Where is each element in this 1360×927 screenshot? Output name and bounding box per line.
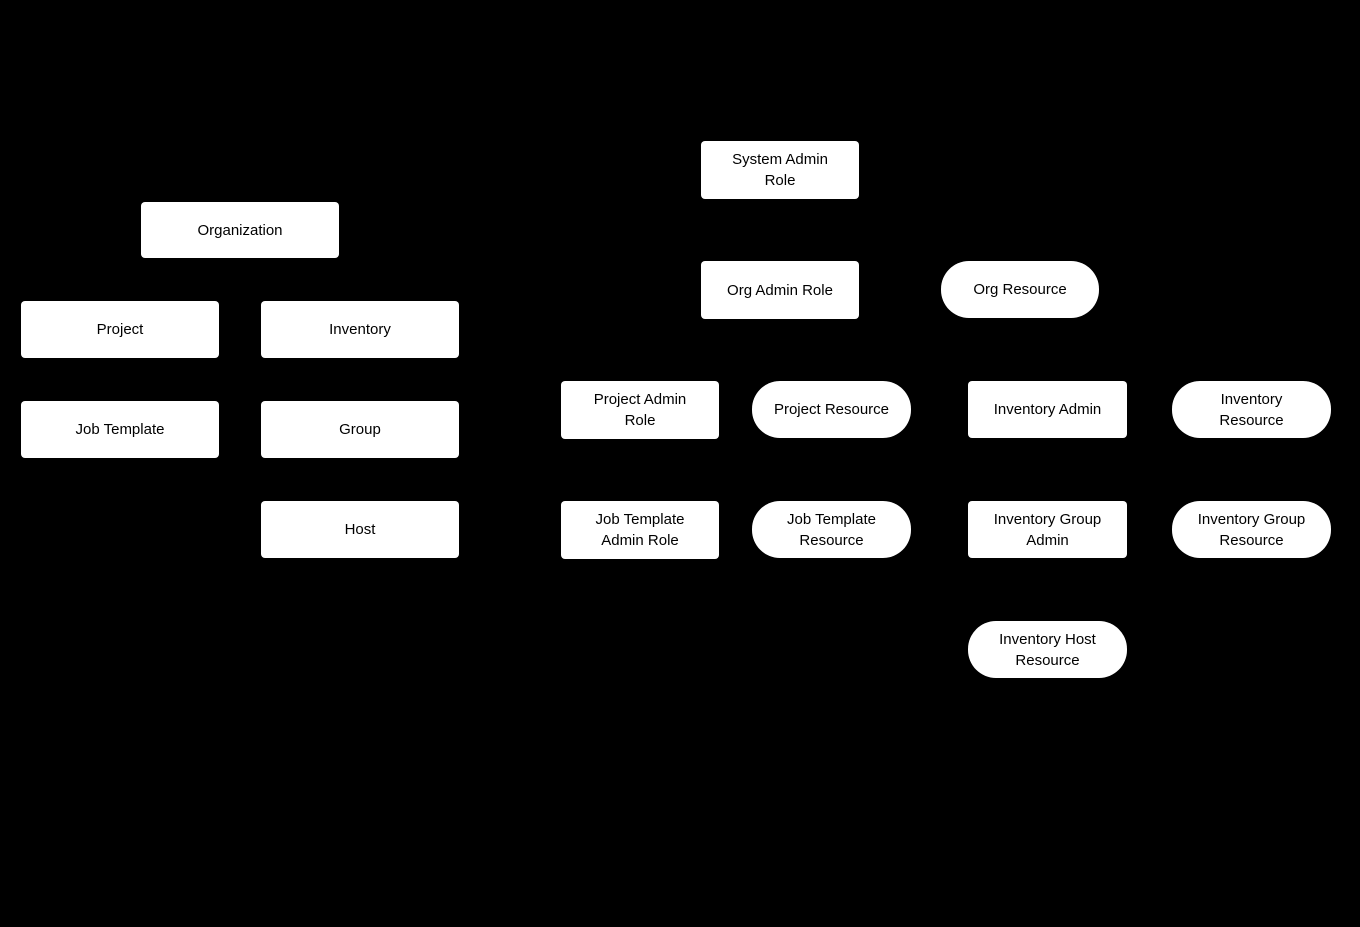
node-host: Host xyxy=(261,501,459,558)
node-system-admin-role: System Admin Role xyxy=(701,141,859,199)
node-job-template: Job Template xyxy=(21,401,219,458)
node-organization: Organization xyxy=(141,202,339,258)
node-inventory: Inventory xyxy=(261,301,459,358)
node-job-template-admin-role: Job Template Admin Role xyxy=(561,501,719,559)
node-inventory-resource: Inventory Resource xyxy=(1172,381,1331,438)
node-group: Group xyxy=(261,401,459,458)
node-project-admin-role: Project Admin Role xyxy=(561,381,719,439)
node-project-resource: Project Resource xyxy=(752,381,911,438)
node-inventory-group-resource: Inventory Group Resource xyxy=(1172,501,1331,558)
node-project: Project xyxy=(21,301,219,358)
node-org-admin-role: Org Admin Role xyxy=(701,261,859,319)
node-inventory-group-admin: Inventory Group Admin xyxy=(968,501,1127,558)
node-job-template-resource: Job Template Resource xyxy=(752,501,911,558)
node-org-resource: Org Resource xyxy=(941,261,1099,318)
node-inventory-host-resource: Inventory Host Resource xyxy=(968,621,1127,678)
node-inventory-admin: Inventory Admin xyxy=(968,381,1127,438)
